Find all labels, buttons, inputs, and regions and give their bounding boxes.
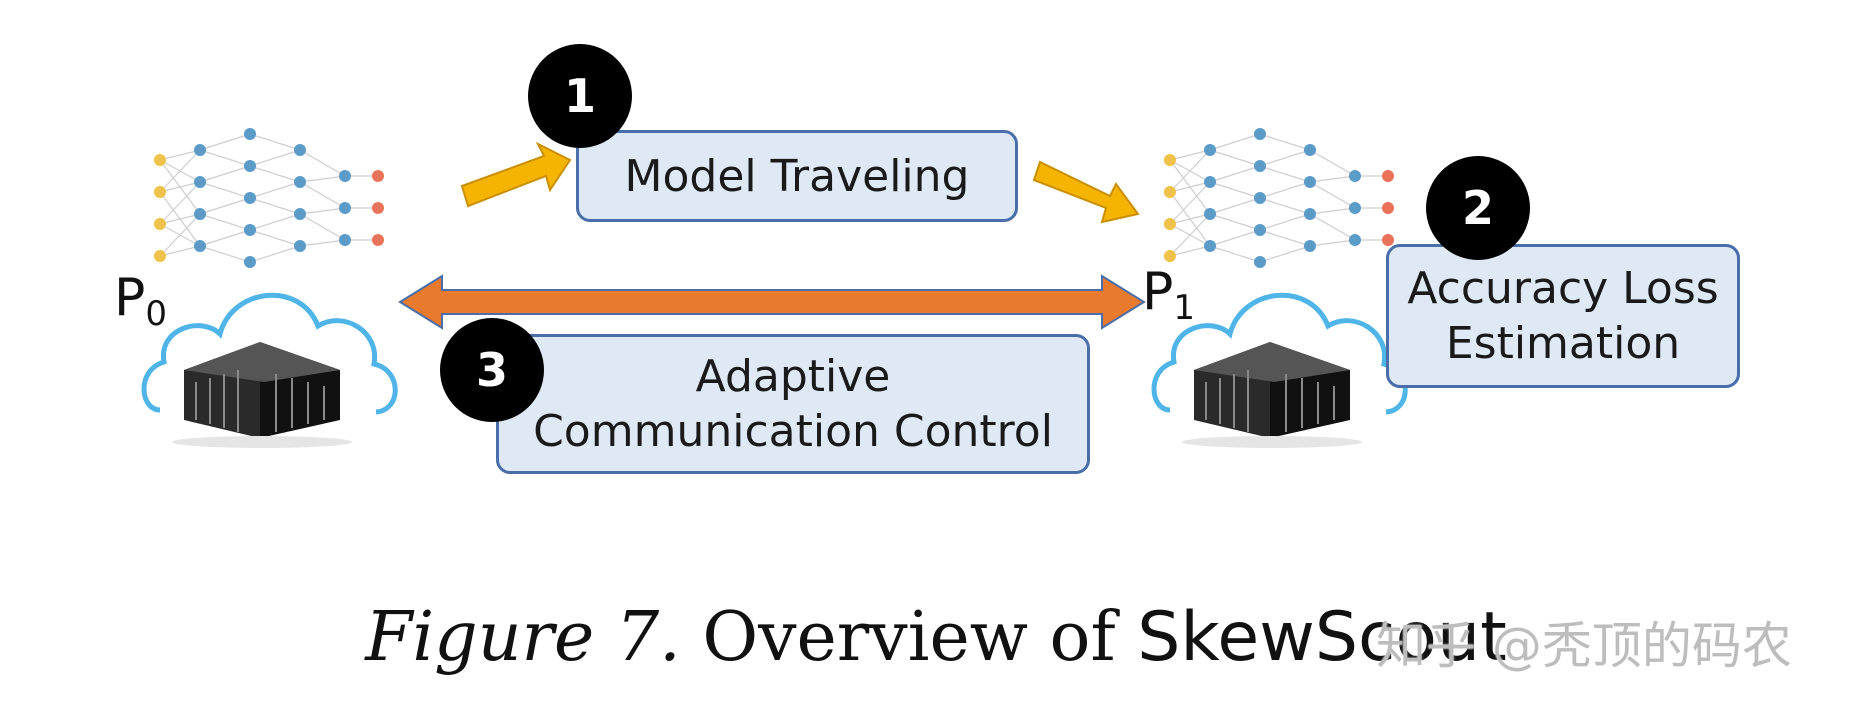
adaptive-communication-control-box: Adaptive Communication Control bbox=[496, 334, 1090, 474]
accuracy-loss-line-1: Accuracy Loss bbox=[1407, 263, 1719, 314]
yellow-arrow-to-model-traveling bbox=[460, 141, 572, 208]
orange-double-arrow bbox=[398, 274, 1146, 330]
adaptive-line-1: Adaptive bbox=[695, 351, 891, 402]
accuracy-loss-line-2: Estimation bbox=[1445, 318, 1681, 369]
cloud-icon bbox=[141, 292, 398, 415]
step-2-badge: 2 bbox=[1426, 156, 1530, 260]
right-node-label-main: P bbox=[1142, 262, 1174, 322]
server-rack-icon bbox=[1182, 342, 1362, 448]
step-1-number: 1 bbox=[563, 69, 596, 123]
server-rack-icon bbox=[172, 342, 352, 448]
caption-system-name: SkewScout bbox=[1137, 598, 1507, 677]
yellow-arrow-to-right-node bbox=[1032, 160, 1140, 224]
figure-caption: Figure 7. Overview of SkewScout bbox=[0, 598, 1872, 677]
right-node-label-sub: 1 bbox=[1173, 288, 1195, 328]
neural-network-icon bbox=[1164, 128, 1394, 268]
caption-text: Overview of bbox=[702, 598, 1116, 677]
step-2-number: 2 bbox=[1461, 181, 1494, 235]
step-3-number: 3 bbox=[475, 343, 508, 397]
right-node-graphic bbox=[1151, 128, 1408, 448]
left-node-label-sub: 0 bbox=[145, 294, 167, 334]
left-node-label-main: P bbox=[114, 268, 146, 328]
model-traveling-box: Model Traveling bbox=[576, 130, 1018, 222]
left-node-label: P0 bbox=[114, 268, 167, 334]
step-3-badge: 3 bbox=[440, 318, 544, 422]
neural-network-icon bbox=[154, 128, 384, 268]
right-node-label: P1 bbox=[1142, 262, 1195, 328]
caption-prefix: Figure 7. bbox=[365, 598, 681, 677]
accuracy-loss-estimation-box: Accuracy Loss Estimation bbox=[1386, 244, 1740, 388]
watermark-text: 知乎 @秃顶的码农 bbox=[1376, 617, 1792, 675]
step-1-badge: 1 bbox=[528, 44, 632, 148]
adaptive-line-2: Communication Control bbox=[533, 406, 1053, 457]
left-node-graphic bbox=[141, 128, 398, 448]
cloud-icon bbox=[1151, 292, 1408, 415]
model-traveling-label: Model Traveling bbox=[624, 150, 970, 202]
